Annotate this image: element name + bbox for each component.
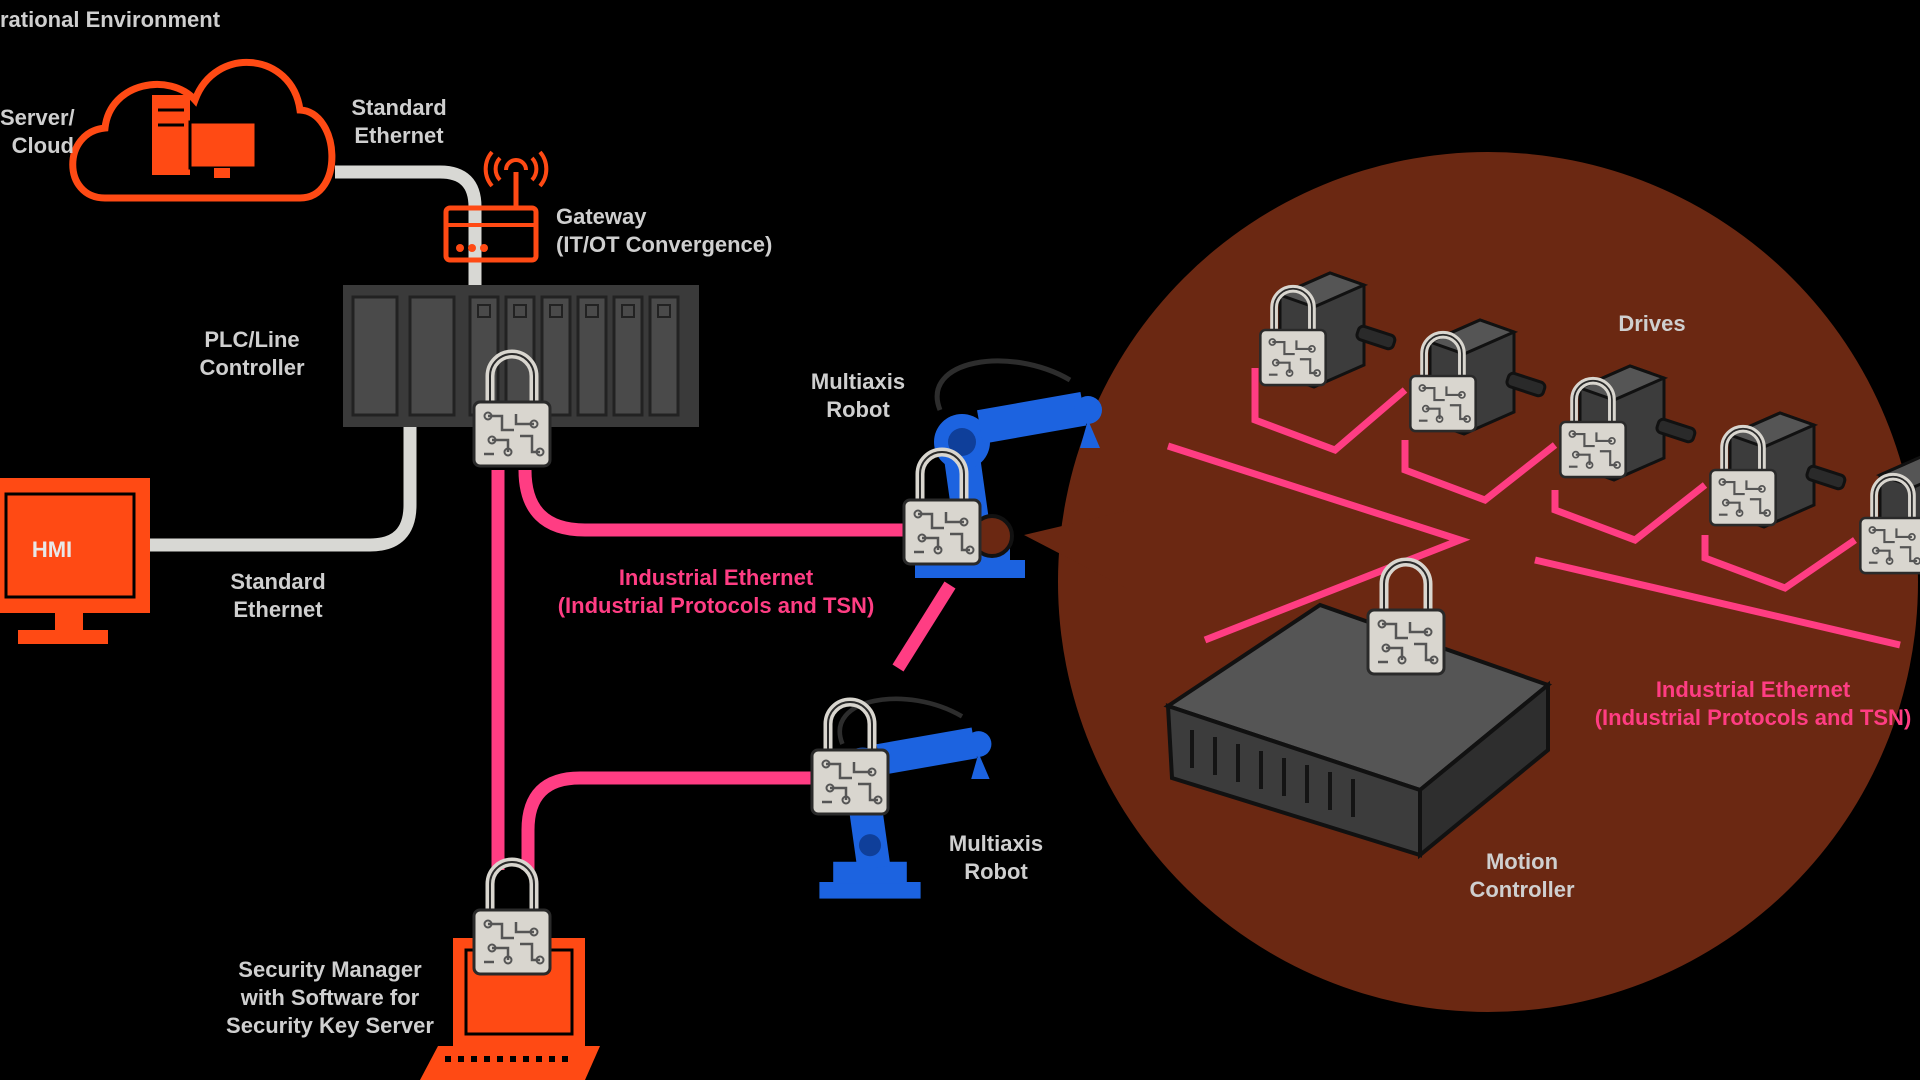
server-cloud-line-1: Server/ xyxy=(0,105,75,130)
monitor-icon xyxy=(0,478,150,644)
standard-ethernet-bottom-label: Standard Ethernet xyxy=(218,568,338,624)
padlock-circuit-icon xyxy=(812,702,888,814)
standard-ethernet-top-line-2: Ethernet xyxy=(354,123,444,148)
standard-ethernet-cable-bottom xyxy=(150,425,417,552)
standard-ethernet-top-label: Standard Ethernet xyxy=(340,94,458,150)
industrial-ethernet-center-label: Industrial Ethernet (Industrial Protocol… xyxy=(548,564,884,620)
robot-bottom-line-2: Robot xyxy=(964,859,1028,884)
industrial-ethernet-right-line-1: Industrial Ethernet xyxy=(1655,677,1851,702)
standard-ethernet-bottom-line-1: Standard xyxy=(230,569,326,594)
standard-ethernet-cable-top xyxy=(335,165,482,290)
industrial-ethernet-right-line-2: (Industrial Protocols and TSN) xyxy=(1594,705,1912,730)
multiaxis-robot-top-label: Multiaxis Robot xyxy=(800,368,916,424)
security-manager-line-1: Security Manager xyxy=(238,957,422,982)
hmi-label: HMI xyxy=(31,537,73,562)
plc-line-controller-label: PLC/Line Controller xyxy=(188,326,316,382)
gateway-label: Gateway (IT/OT Convergence) xyxy=(556,203,772,259)
drives-label: Drives xyxy=(1618,311,1686,336)
robot-top-line-1: Multiaxis xyxy=(810,369,906,394)
motion-controller-line-2: Controller xyxy=(1469,877,1575,902)
industrial-ethernet-robot-robot xyxy=(892,581,956,672)
cloud-server-icon xyxy=(69,59,336,202)
industrial-ethernet-right-label: Industrial Ethernet (Industrial Protocol… xyxy=(1586,676,1920,732)
security-manager-label: Security Manager with Software for Secur… xyxy=(220,956,440,1040)
motion-controller-box-icon xyxy=(1163,602,1553,860)
security-manager-line-2: with Software for xyxy=(240,985,420,1010)
gateway-line-1: Gateway xyxy=(556,204,647,229)
gateway-line-2: (IT/OT Convergence) xyxy=(556,232,773,257)
standard-ethernet-top-line-1: Standard xyxy=(351,95,447,120)
plc-line-2: Controller xyxy=(199,355,305,380)
router-antenna-icon xyxy=(443,150,549,263)
motion-controller-line-1: Motion xyxy=(1485,849,1559,874)
zoom-callout-pointer xyxy=(1024,510,1130,590)
industrial-ethernet-center-line-1: Industrial Ethernet xyxy=(618,565,814,590)
laptop-icon xyxy=(420,938,600,1080)
operational-environment-label: rational Environment xyxy=(0,7,221,32)
server-cloud-line-2: Cloud xyxy=(11,133,74,158)
industrial-ethernet-plc-robot-top xyxy=(518,469,905,537)
industrial-ethernet-center-line-2: (Industrial Protocols and TSN) xyxy=(557,593,875,618)
padlock-circuit-icon xyxy=(474,862,550,974)
security-manager-line-3: Security Key Server xyxy=(226,1013,434,1038)
standard-ethernet-bottom-line-2: Ethernet xyxy=(233,597,323,622)
multiaxis-robot-bottom-label: Multiaxis Robot xyxy=(938,830,1054,886)
robot-bottom-line-1: Multiaxis xyxy=(948,831,1044,856)
drive-network-lines xyxy=(1166,368,1901,649)
motion-controller-label: Motion Controller xyxy=(1462,848,1582,904)
industrial-ethernet-security-robot-bottom xyxy=(521,771,812,870)
plc-line-1: PLC/Line xyxy=(204,327,300,352)
robot-top-line-2: Robot xyxy=(826,397,890,422)
server-cloud-label: Server/ Cloud xyxy=(0,104,75,160)
